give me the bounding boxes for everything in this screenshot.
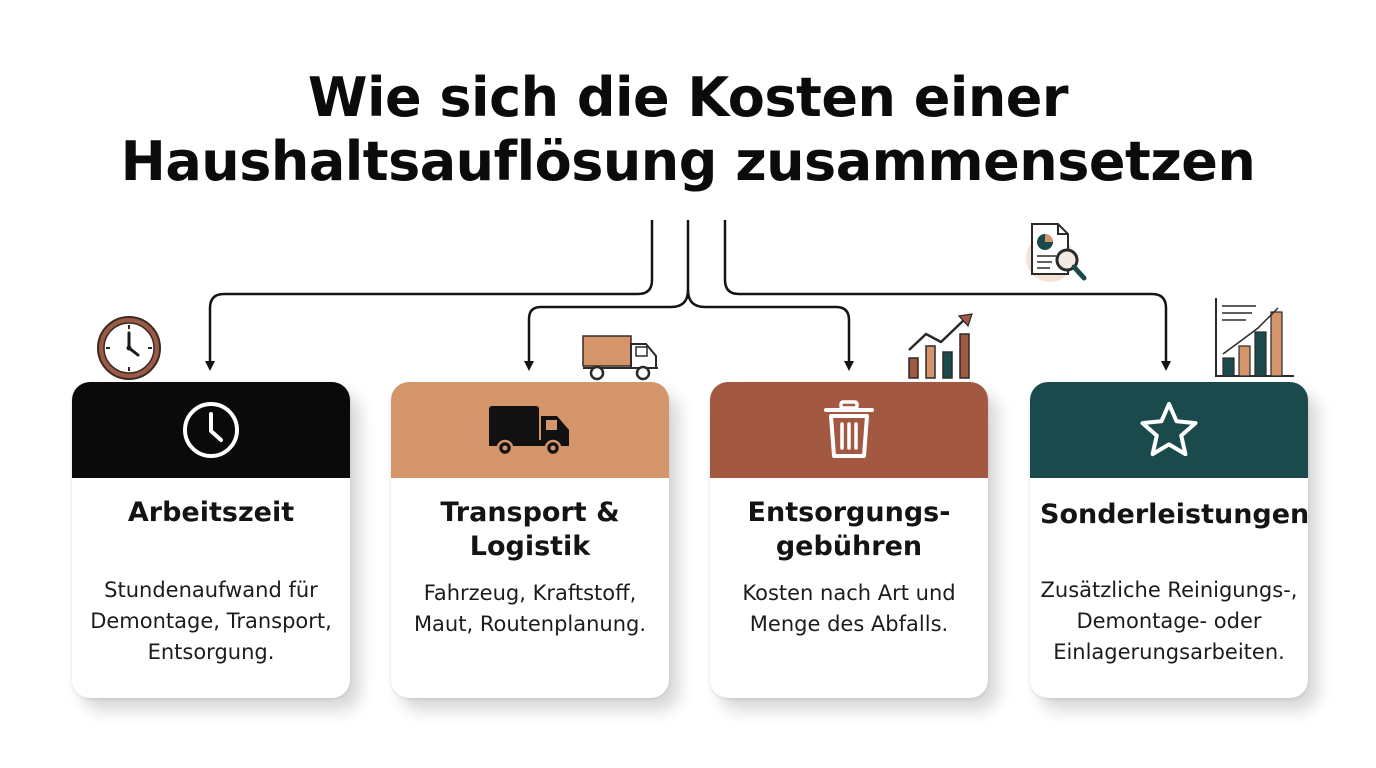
card-title: Arbeitszeit <box>127 497 295 528</box>
truck-icon <box>489 406 569 457</box>
card-description: Stundenaufwand für Demontage, Transport,… <box>90 578 332 664</box>
card-transport-logistik: Transport & Logistik Fahrzeug, Kraftstof… <box>391 382 669 698</box>
document-magnifier-icon <box>1026 223 1087 282</box>
connector-arrow-3 <box>686 289 854 371</box>
card-sonderleistungen: Sonderleistungen Zusätzliche Reinigungs-… <box>1030 382 1308 698</box>
card-header <box>391 382 669 478</box>
bar-chart-icon <box>1215 298 1294 377</box>
card-arbeitszeit: Arbeitszeit Stundenaufwand für Demontage… <box>72 382 350 698</box>
title-line-1: Wie sich die Kosten einer <box>307 66 1069 129</box>
title-line-2: Haushaltsauflösung zusammensetzen <box>120 130 1256 193</box>
card-description: Kosten nach Art und Menge des Abfalls. <box>742 581 956 636</box>
delivery-truck-icon <box>582 335 658 381</box>
card-title: Transport & Logistik <box>440 497 620 562</box>
page-title: Wie sich die Kosten einer Haushaltsauflö… <box>0 66 1376 194</box>
trash-icon <box>824 400 874 458</box>
card-title: Sonderleistungen <box>1040 499 1308 530</box>
card-header <box>1030 382 1308 478</box>
wall-clock-icon <box>97 316 161 380</box>
star-icon <box>1140 402 1198 457</box>
card-header <box>72 382 350 478</box>
card-title: Entsorgungs- gebühren <box>747 497 951 562</box>
card-entsorgungsgebuehren: Entsorgungs- gebühren Kosten nach Art un… <box>710 382 988 698</box>
card-description: Fahrzeug, Kraftstoff, Maut, Routenplanun… <box>413 581 647 636</box>
rising-bar-chart-icon <box>908 313 973 379</box>
card-header <box>710 382 988 478</box>
card-description: Zusätzliche Reinigungs-, Demontage- oder… <box>1040 578 1298 664</box>
clock-icon <box>183 402 239 458</box>
